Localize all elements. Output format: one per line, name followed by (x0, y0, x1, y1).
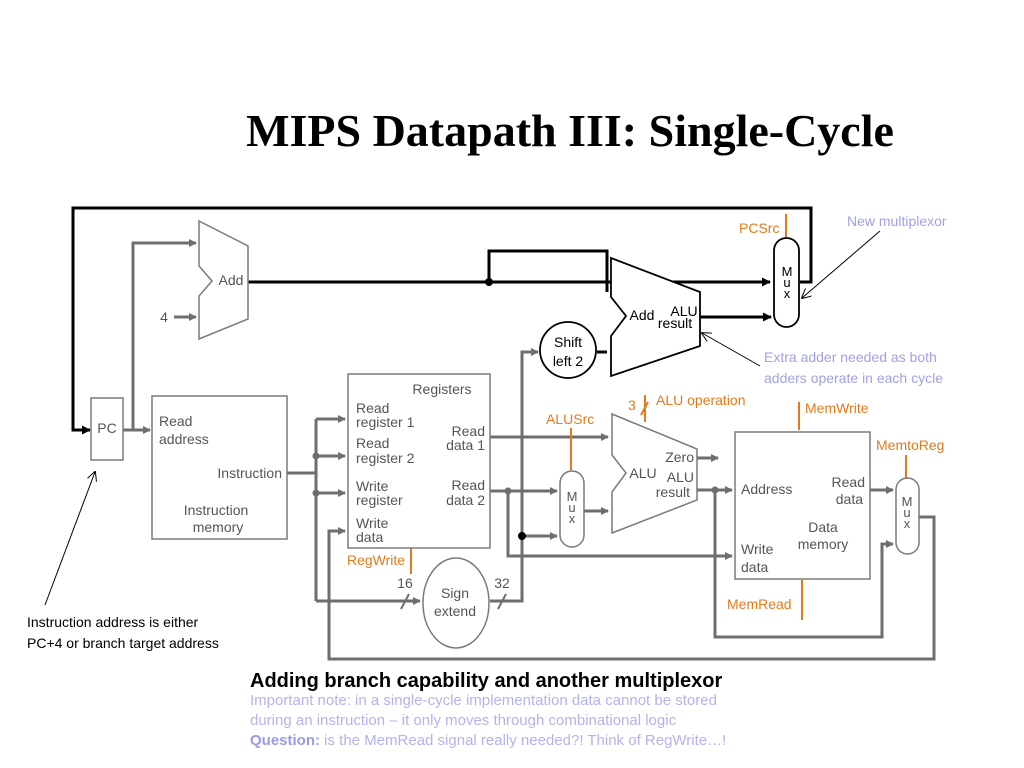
pcsrc-mux-letter-x: x (784, 286, 791, 301)
wire-instruction-bus (287, 419, 318, 601)
wire-sign-extend-out (490, 348, 539, 603)
bits-32-label: 32 (494, 575, 510, 591)
question-label: Question: (250, 732, 320, 749)
pc-adder (198, 219, 249, 341)
imem-name-1: Instruction (184, 502, 249, 518)
new-mux-annotation: New multiplexor (847, 213, 947, 229)
alu-operation-label: ALU operation (656, 392, 746, 408)
data-memory (734, 431, 871, 580)
instr-addr-annotation-2: PC+4 or branch target address (27, 635, 219, 651)
memtoreg-mux-letter-m: M (902, 494, 913, 509)
regs-wr-1: Write (356, 478, 389, 494)
regs-rr2-2: register 2 (356, 450, 415, 466)
alu-op-bits-label: 3 (628, 397, 636, 413)
pcsrc-mux (773, 237, 800, 328)
alu-zero-label: Zero (665, 449, 694, 465)
regs-rd2-2: data 2 (446, 492, 485, 508)
shift-label-2: left 2 (553, 353, 584, 369)
dmem-address-label: Address (741, 481, 792, 497)
pcsrc-mux-letter-m: M (782, 264, 793, 279)
pcsrc-label: PCSrc (739, 220, 779, 236)
extra-adder-annotation-2: adders operate in each cycle (764, 370, 943, 386)
dmem-write-data-2: data (741, 559, 768, 575)
alusrc-mux (559, 470, 585, 548)
register-file (347, 373, 491, 549)
sign-extend-label-2: extend (434, 603, 476, 619)
wire-writeback (327, 515, 936, 661)
regs-rd1-2: data 1 (446, 437, 485, 453)
pc-register (90, 397, 124, 461)
instr-addr-pointer (44, 472, 95, 606)
question-text: is the MemRead signal really needed?! Th… (320, 732, 727, 749)
sign-extend-label-1: Sign (441, 585, 469, 601)
bus-width-32-slash (497, 593, 507, 610)
memtoreg-mux-letter-x: x (904, 516, 911, 531)
instruction-memory (151, 395, 288, 540)
alu-label: ALU (629, 465, 656, 481)
note-line-1: Important note: in a single-cycle implem… (250, 692, 717, 709)
regs-rr1-2: register 1 (356, 414, 415, 430)
memtoreg-mux (895, 477, 920, 555)
pcsrc-mux-letter-u: u (783, 275, 790, 290)
memtoreg-mux-letter-u: u (903, 505, 910, 520)
regs-rr1-1: Read (356, 400, 389, 416)
branch-adder (610, 256, 701, 378)
regs-wd-2: data (356, 529, 383, 545)
dmem-name-2: memory (798, 536, 849, 552)
regs-wd-1: Write (356, 515, 389, 531)
alusrc-mux-letter-m: M (567, 489, 578, 504)
datapath-wires (123, 239, 936, 661)
memtoreg-label: MemtoReg (876, 437, 944, 453)
extra-adder-annotation-1: Extra adder needed as both (764, 349, 937, 365)
junction-dots (312, 278, 719, 540)
alusrc-mux-letter-u: u (568, 500, 575, 515)
wire-next-pc (71, 206, 813, 435)
dmem-read-data-1: Read (832, 474, 865, 490)
main-alu (611, 412, 698, 535)
regwrite-label: RegWrite (347, 552, 405, 568)
branch-wires (71, 206, 813, 435)
alusrc-mux-letter-x: x (569, 511, 576, 526)
shift-label-1: Shift (554, 334, 582, 350)
dmem-name-1: Data (808, 519, 838, 535)
const-four-label: 4 (160, 309, 168, 325)
sign-extend (422, 557, 490, 649)
shift-left-2 (539, 321, 597, 379)
bits-16-label: 16 (397, 575, 413, 591)
regs-rd2-1: Read (452, 477, 485, 493)
wire-pc-to-add (131, 239, 197, 430)
dmem-write-data-1: Write (741, 541, 774, 557)
branch-alu-label: ALU (670, 303, 697, 319)
alu-result-label-2: result (656, 484, 690, 500)
instr-addr-annotation-1: Instruction address is either (27, 614, 199, 630)
new-mux-pointer (802, 230, 881, 298)
dmem-read-data-2: data (836, 491, 863, 507)
regs-rr2-1: Read (356, 435, 389, 451)
imem-name-2: memory (193, 519, 244, 535)
regs-wr-2: register (356, 492, 403, 508)
caption: Adding branch capability and another mul… (250, 670, 723, 692)
memread-label: MemRead (727, 596, 792, 612)
regs-rd1-1: Read (452, 423, 485, 439)
note-question: Question: is the MemRead signal really n… (250, 731, 726, 751)
memwrite-label: MemWrite (805, 400, 869, 416)
pc-label: PC (97, 420, 116, 436)
bus-width-16-slash (400, 593, 410, 610)
note-line-2: during an instruction – it only moves th… (250, 712, 677, 729)
control-signal-lines (410, 214, 907, 620)
regs-title: Registers (412, 381, 471, 397)
branch-result-label: result (658, 315, 692, 331)
extra-adder-pointer (702, 333, 761, 367)
imem-read-label-1: Read (159, 413, 192, 429)
alusrc-label: ALUSrc (546, 411, 594, 427)
branch-adder-label: Add (630, 307, 655, 323)
imem-instruction-label: Instruction (217, 465, 282, 481)
imem-read-label-2: address (159, 431, 209, 447)
slide-title: MIPS Datapath III: Single-Cycle (246, 105, 894, 156)
alu-result-label-1: ALU (667, 469, 694, 485)
pc-adder-label: Add (219, 272, 244, 288)
